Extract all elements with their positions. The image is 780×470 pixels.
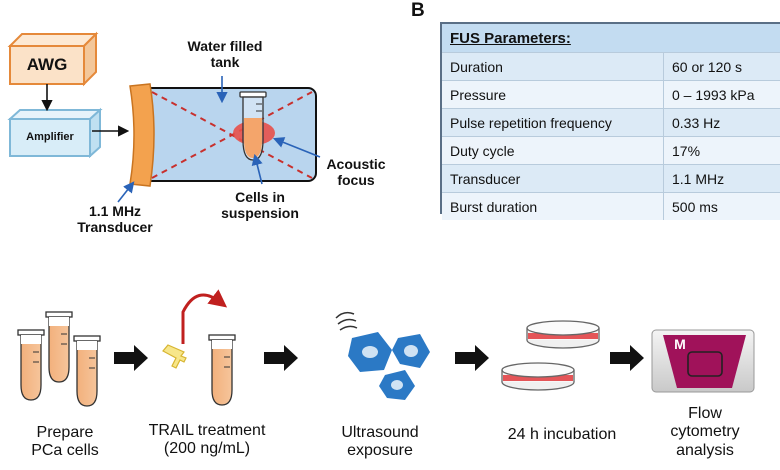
amplifier-label: Amplifier (26, 131, 74, 143)
cells-pointer (251, 153, 263, 185)
step-arrow-4 (610, 345, 644, 371)
focus-pointer (272, 137, 321, 158)
sample-tube (239, 91, 267, 161)
culture-dishes (501, 320, 600, 391)
param-name: Duty cycle (442, 136, 664, 165)
flow-cytometry-plot (651, 329, 755, 393)
awg-box (7, 31, 99, 87)
param-name: Pulse repetition frequency (442, 108, 664, 137)
panel-label-b: B (411, 0, 425, 21)
param-name: Transducer (442, 164, 664, 193)
transducer-pointer (117, 181, 135, 203)
cells-label: Cells in suspension (221, 189, 299, 222)
step-label-trail: TRAIL treatment (200 ng/mL) (148, 422, 266, 458)
amplifier-box (7, 107, 103, 159)
tank-label: Water filled tank (187, 38, 263, 71)
param-value: 0 – 1993 kPa (663, 80, 780, 109)
param-name: Pressure (442, 80, 664, 109)
pca-cell-tubes (17, 311, 101, 407)
step-arrow-1 (114, 345, 148, 371)
param-value: 60 or 120 s (663, 52, 780, 81)
transducer-label: 1.1 MHz Transducer (77, 203, 153, 236)
param-value: 17% (663, 136, 780, 165)
step-label-flow: Flow cytometry analysis (670, 405, 740, 459)
acoustic-focus-label: Acoustic focus (326, 156, 386, 189)
step-label-incubation: 24 h incubation (507, 426, 617, 443)
param-name: Burst duration (442, 192, 664, 220)
param-value: 1.1 MHz (663, 164, 780, 193)
fus-table-header: FUS Parameters: (442, 24, 780, 53)
step-arrow-3 (455, 345, 489, 371)
step-label-prepare: Prepare PCa cells (31, 424, 99, 460)
ultrasound-cells-drawing (335, 311, 430, 400)
beam-lines (151, 91, 313, 179)
step-arrow-2 (264, 345, 298, 371)
param-value: 500 ms (663, 192, 780, 220)
transducer-element (129, 83, 155, 187)
trail-treatment-drawing (162, 289, 236, 406)
flow-plot-label: M (674, 336, 686, 352)
param-name: Duration (442, 52, 664, 81)
step-label-ultrasound: Ultrasound exposure (341, 424, 419, 460)
param-value: 0.33 Hz (663, 108, 780, 137)
awg-label: AWG (26, 55, 68, 74)
